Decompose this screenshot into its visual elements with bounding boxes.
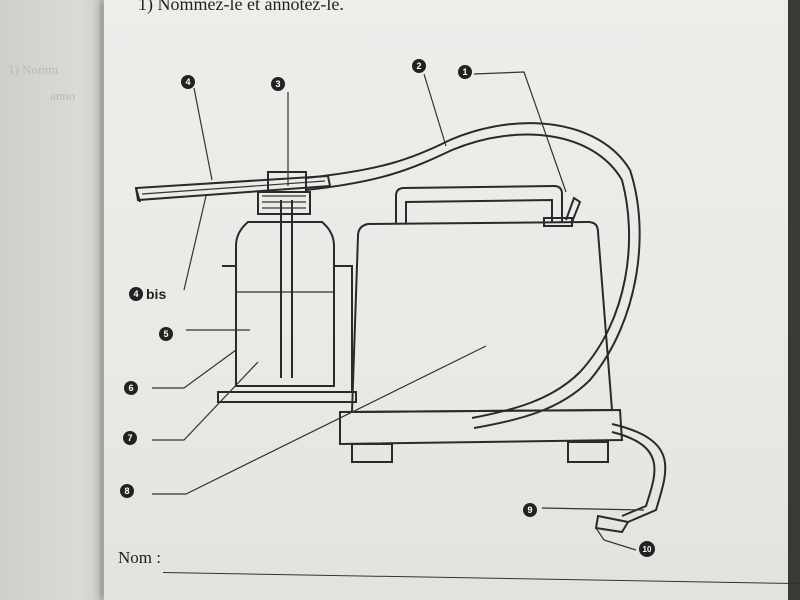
annotation-number: 5 [163, 329, 168, 339]
annotation-number: 9 [527, 505, 532, 515]
annotation-number: 4 [185, 77, 190, 87]
power-cord [594, 423, 667, 541]
motor-unit [339, 184, 624, 463]
annotation-number: 1 [462, 67, 467, 77]
annotation-number: 6 [128, 383, 133, 393]
annotation-number: 8 [124, 486, 129, 496]
annotation-marker-7: 7 [123, 431, 137, 445]
left-page-ghost-text: 1) Nomm [8, 62, 59, 77]
collection-jar [217, 200, 357, 403]
annotation-marker-1: 1 [458, 65, 472, 79]
suction-nozzle [134, 174, 332, 203]
annotation-number: 4 [133, 289, 138, 299]
annotation-number: 2 [416, 61, 421, 71]
annotation-marker-4: 4 [181, 75, 195, 89]
left-page: 1) Nomm anno [0, 0, 112, 600]
annotation-marker-6: 6 [124, 381, 138, 395]
annotation-marker-3: 3 [271, 77, 285, 91]
annotation-number: 7 [127, 433, 132, 443]
suction-hose [305, 122, 641, 429]
annotation-marker-8: 8 [120, 484, 134, 498]
annotation-marker-2: 2 [412, 59, 426, 73]
worksheet-page [104, 0, 788, 600]
annotation-marker-5: 5 [159, 327, 173, 341]
question-text: 1) Nommez-le et annotez-le. [138, 0, 344, 14]
left-page-ghost-text: anno [50, 88, 76, 103]
annotation-suffix: bis [146, 286, 166, 302]
annotation-number: 10 [643, 545, 652, 554]
leader-lines [152, 71, 645, 551]
annotation-marker-9: 9 [523, 503, 537, 517]
name-label: Nom : [118, 548, 161, 567]
annotation-marker-4-bis: 4 bis [129, 286, 166, 302]
annotation-marker-10: 10 [639, 541, 655, 557]
annotation-number: 3 [275, 79, 280, 89]
connector [257, 171, 311, 215]
